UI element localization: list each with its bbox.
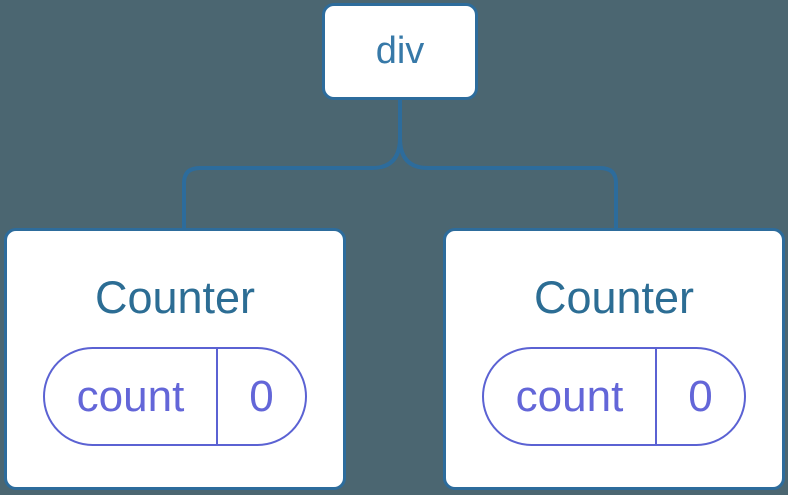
state-value: 0 [688,371,713,421]
root-node-label: div [375,30,425,72]
state-pill: count 0 [482,347,746,446]
state-value: 0 [249,371,274,421]
connector-right-branch [398,99,618,230]
state-pill: count 0 [43,347,307,446]
state-key: count [484,349,657,444]
component-title: Counter [94,272,256,323]
component-title: Counter [533,272,695,323]
root-div-node: div [322,3,478,100]
connector-left-branch [182,99,402,230]
counter-card-right: Counter count 0 [443,228,785,490]
state-key: count [45,349,218,444]
counter-card-left: Counter count 0 [4,228,346,490]
